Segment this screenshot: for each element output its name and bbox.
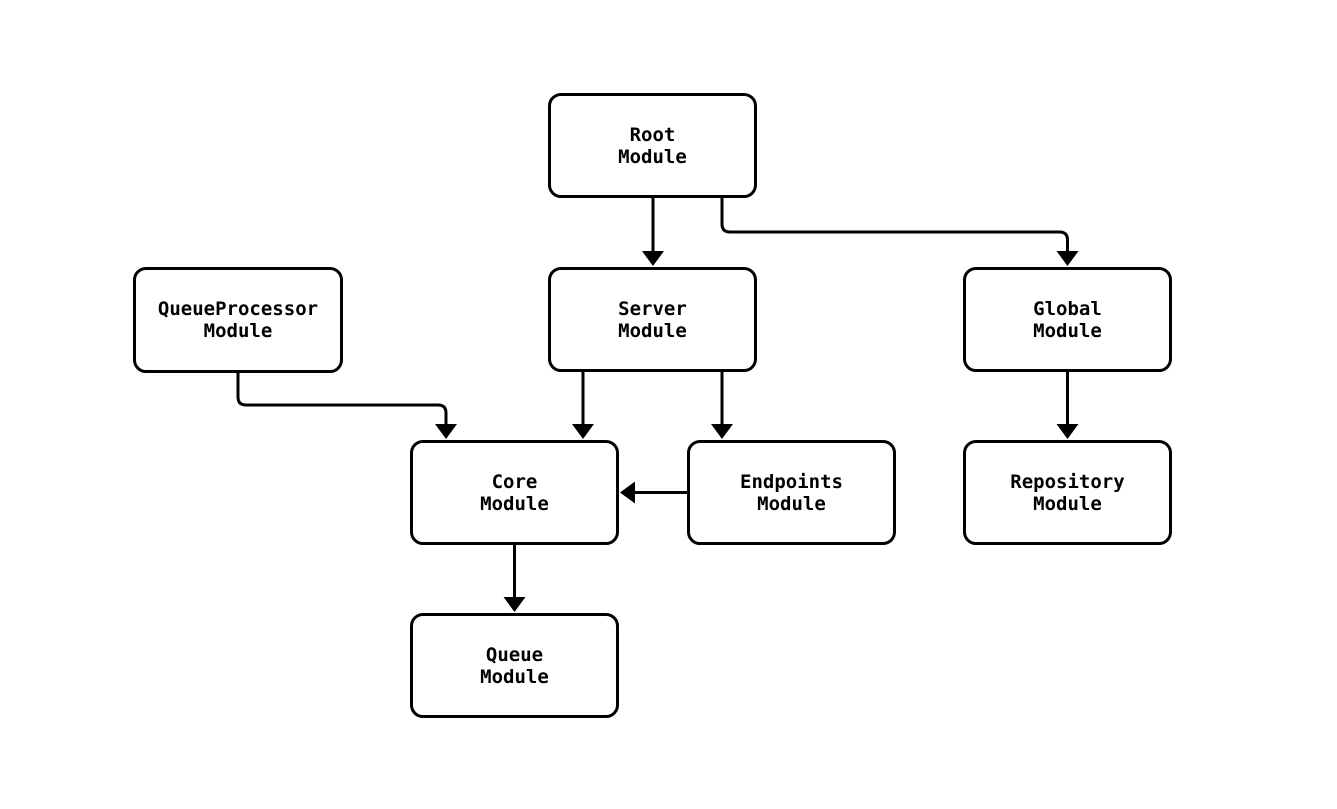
- node-global-module-label: Global Module: [1033, 297, 1102, 342]
- node-core-module: Core Module: [410, 440, 619, 545]
- node-repository-module-label: Repository Module: [1010, 470, 1125, 515]
- node-queue-module: Queue Module: [410, 613, 619, 718]
- node-core-module-label: Core Module: [480, 470, 549, 515]
- node-endpoints-module-label: Endpoints Module: [740, 470, 843, 515]
- node-queue-module-label: Queue Module: [480, 643, 549, 688]
- node-endpoints-module: Endpoints Module: [687, 440, 896, 545]
- node-server-module: Server Module: [548, 267, 757, 372]
- node-repository-module: Repository Module: [963, 440, 1172, 545]
- node-root-module: Root Module: [548, 93, 757, 198]
- edge-queueprocessor-to-core: [236, 373, 457, 439]
- node-root-module-label: Root Module: [618, 123, 687, 168]
- node-queueprocessor-module-label: QueueProcessor Module: [157, 298, 319, 342]
- node-queueprocessor-module: QueueProcessor Module: [133, 267, 343, 373]
- node-server-module-label: Server Module: [618, 297, 687, 342]
- node-global-module: Global Module: [963, 267, 1172, 372]
- edge-root-to-global: [720, 198, 1079, 266]
